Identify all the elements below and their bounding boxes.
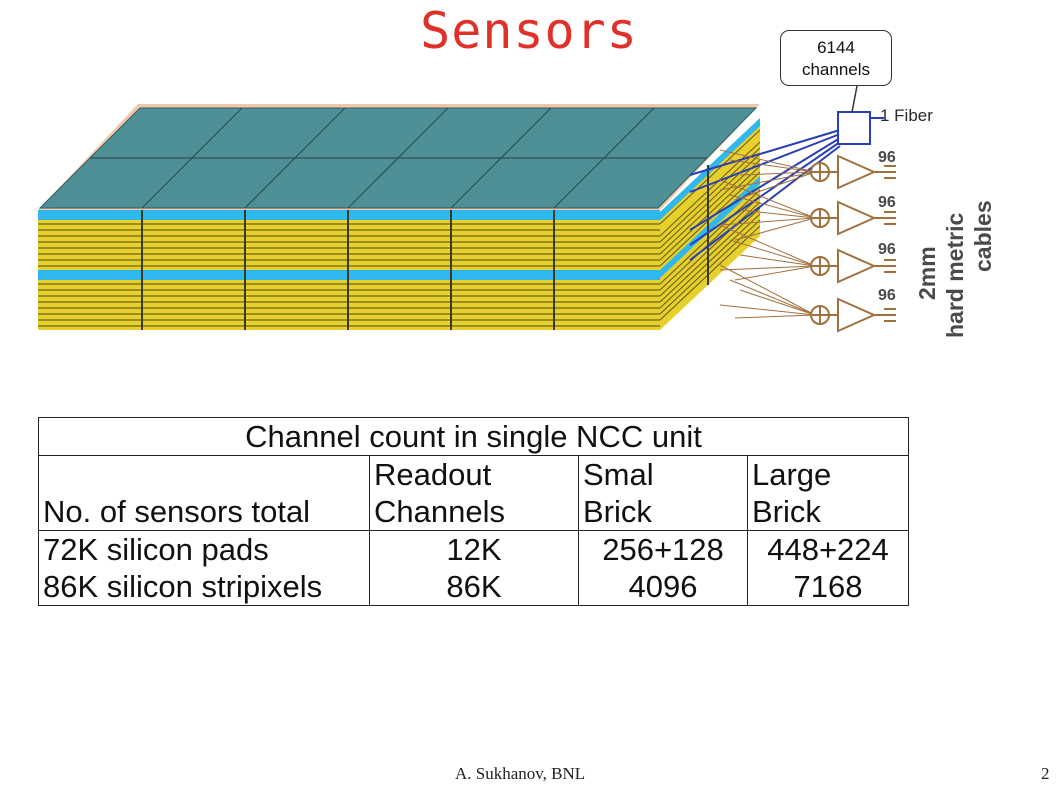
stack-side-stripes xyxy=(659,123,761,321)
cable-count-label-2: 96 xyxy=(878,194,896,211)
table-caption: Channel count in single NCC unit xyxy=(38,417,909,456)
amplifier-chain-3 xyxy=(810,248,896,284)
amplifier-chain-2 xyxy=(810,200,896,236)
amplifier-chain-1 xyxy=(810,154,896,190)
svg-text:2mm: 2mm xyxy=(914,246,940,300)
footer-author: A. Sukhanov, BNL xyxy=(455,764,586,783)
table-caption-row: Channel count in single NCC unit xyxy=(38,417,909,456)
slide-title: Sensors xyxy=(420,2,638,60)
fiber-box xyxy=(837,111,871,145)
callout-unit: channels xyxy=(801,60,871,79)
svg-text:hard metric: hard metric xyxy=(942,213,968,338)
callout-count: 6144 xyxy=(817,38,855,57)
brown-cables xyxy=(719,149,816,319)
channel-count-table: Channel count in single NCC unit No. of … xyxy=(38,417,909,606)
cable-count-label-1: 96 xyxy=(878,149,896,166)
header-sensors: No. of sensors total xyxy=(38,455,370,531)
cable-count-label-3: 96 xyxy=(878,241,896,258)
cables-label: 2mm hard metric cables xyxy=(914,200,996,338)
svg-text:cables: cables xyxy=(970,200,996,272)
page-number: 2 xyxy=(1041,764,1050,783)
amplifier-chain-4 xyxy=(810,297,896,333)
stack-top-grid xyxy=(90,107,707,209)
channels-callout: 6144 channels xyxy=(780,30,892,86)
cable-count-label-4: 96 xyxy=(878,287,896,304)
sensor-stack-diagram: 1 Fiber 96 96 96 96 2mm xyxy=(38,85,996,338)
callout-pointer xyxy=(851,85,858,113)
fiber-label: 1 Fiber xyxy=(880,106,933,125)
